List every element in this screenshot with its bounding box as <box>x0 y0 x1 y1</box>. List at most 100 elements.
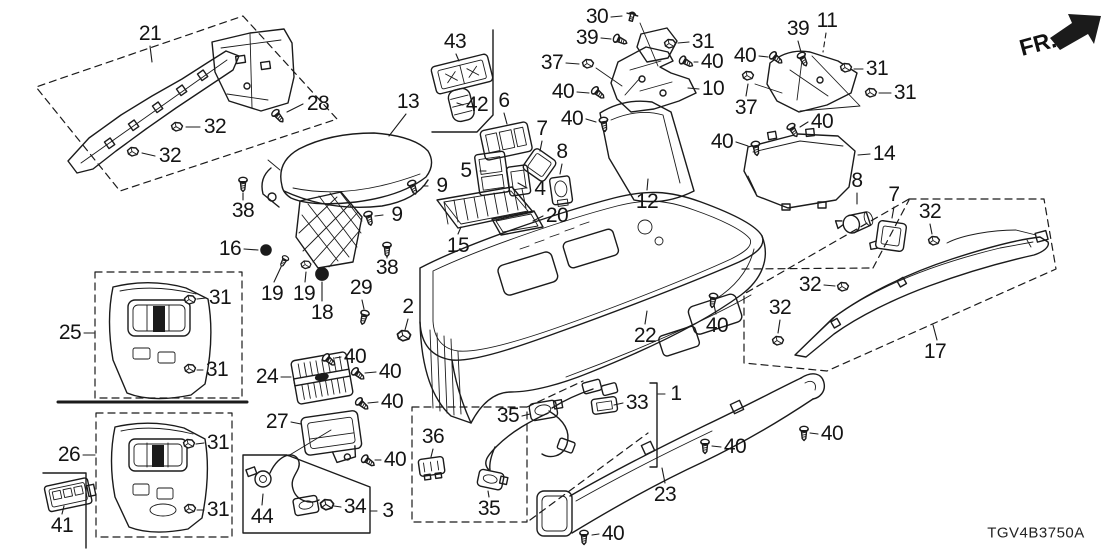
part-41-switch <box>43 477 97 513</box>
screw-icon <box>359 453 378 470</box>
clip-icon <box>183 363 197 374</box>
leader-line-22 <box>644 310 648 325</box>
part-callout-27: 27 <box>265 410 289 433</box>
part-7-socket <box>522 148 557 182</box>
part-callout-31: 31 <box>893 81 917 104</box>
part-callout-23: 23 <box>653 483 677 506</box>
part-callout-40: 40 <box>700 50 724 73</box>
leader-line-8 <box>559 163 563 175</box>
leader-line-31 <box>195 442 205 445</box>
part-callout-37: 37 <box>540 51 564 74</box>
part-callout-32: 32 <box>798 273 822 296</box>
part-44-harness <box>245 454 320 517</box>
part-21-panel <box>67 28 295 174</box>
part-27-latch <box>300 410 363 464</box>
part-callout-15: 15 <box>446 234 470 257</box>
leader-line-32 <box>929 223 933 235</box>
leader-line-7 <box>539 140 543 152</box>
leader-line-35 <box>521 413 531 417</box>
leader-line-40 <box>585 118 597 123</box>
part-callout-36: 36 <box>421 425 445 448</box>
part-callout-12: 12 <box>635 190 659 213</box>
leader-lines <box>61 15 938 536</box>
leader-line-40 <box>711 445 722 448</box>
part-callout-3: 3 <box>382 499 394 522</box>
leader-line-37 <box>565 62 580 65</box>
clip-icon <box>319 498 335 511</box>
part-callout-39: 39 <box>575 26 599 49</box>
part-callout-7: 7 <box>536 117 548 140</box>
clip-icon <box>396 329 412 342</box>
leader-line-17 <box>932 324 938 341</box>
leader-line-4 <box>517 182 528 189</box>
part-callout-30: 30 <box>585 5 609 28</box>
part-callout-28: 28 <box>306 92 330 115</box>
part-callout-9: 9 <box>391 203 403 226</box>
part-callout-40: 40 <box>733 44 757 67</box>
leader-line-39 <box>797 40 802 53</box>
leader-line-6 <box>503 112 508 125</box>
grommet-icon <box>314 266 330 282</box>
part-callout-40: 40 <box>723 435 747 458</box>
part-callout-26: 26 <box>57 443 81 466</box>
part-callout-31: 31 <box>691 30 715 53</box>
leader-line-40 <box>334 356 342 359</box>
part-callout-40: 40 <box>551 80 575 103</box>
screw-icon <box>750 140 762 157</box>
screw-icon <box>357 308 371 327</box>
leader-line-29 <box>361 299 365 310</box>
part-callout-38: 38 <box>375 256 399 279</box>
leader-line-37 <box>745 83 749 97</box>
clip-icon <box>741 70 755 81</box>
part-25-rear-panel <box>108 282 212 400</box>
grommet-icon <box>259 243 273 257</box>
leader-line-15 <box>457 226 462 235</box>
screw-icon <box>795 50 811 69</box>
part-callout-9: 9 <box>436 174 448 197</box>
leader-line-19 <box>304 271 307 283</box>
screw-icon <box>589 84 608 102</box>
leader-line-40 <box>713 304 717 315</box>
leader-line-31 <box>196 297 207 300</box>
leader-line-43 <box>455 53 460 62</box>
leader-line-23 <box>661 467 666 484</box>
part-8-socket-right <box>834 211 874 234</box>
part-callout-24: 24 <box>255 365 279 388</box>
leader-line-36 <box>430 448 434 458</box>
part-callout-40: 40 <box>343 345 367 368</box>
part-callout-25: 25 <box>58 321 82 344</box>
part-callout-16: 16 <box>218 237 242 260</box>
part-callout-35: 35 <box>496 404 520 427</box>
part-callout-40: 40 <box>710 130 734 153</box>
part-17-trim <box>794 229 1050 358</box>
part-callout-42: 42 <box>465 93 489 116</box>
part-callout-34: 34 <box>343 495 367 518</box>
part-callout-32: 32 <box>203 115 227 138</box>
screw-icon <box>611 32 630 48</box>
part-callout-44: 44 <box>250 505 274 528</box>
part-24-vent <box>290 351 354 405</box>
diagram-code: TGV4B3750A <box>987 524 1085 542</box>
part-callout-8: 8 <box>851 169 863 192</box>
leader-line-11 <box>822 32 827 53</box>
clip-icon <box>771 335 785 346</box>
leader-line-40 <box>364 371 377 374</box>
leader-line-10 <box>687 87 700 90</box>
leader-line-40 <box>799 121 809 128</box>
clip-icon <box>927 235 941 246</box>
part-callout-11: 11 <box>816 9 838 32</box>
leader-line-40 <box>735 141 749 147</box>
part-1-harness-assembly <box>417 378 619 491</box>
leader-line-9 <box>374 214 384 217</box>
clip-icon <box>581 58 595 69</box>
part-10-bracket <box>610 27 697 113</box>
clip-icon <box>864 87 878 98</box>
part-15-tray <box>436 186 534 229</box>
part-callout-43: 43 <box>443 30 467 53</box>
part-8-socket <box>548 175 574 207</box>
leader-line-35 <box>487 490 490 498</box>
part-callout-40: 40 <box>601 522 625 545</box>
leader-line-12 <box>646 178 649 191</box>
part-callout-31: 31 <box>208 286 232 309</box>
